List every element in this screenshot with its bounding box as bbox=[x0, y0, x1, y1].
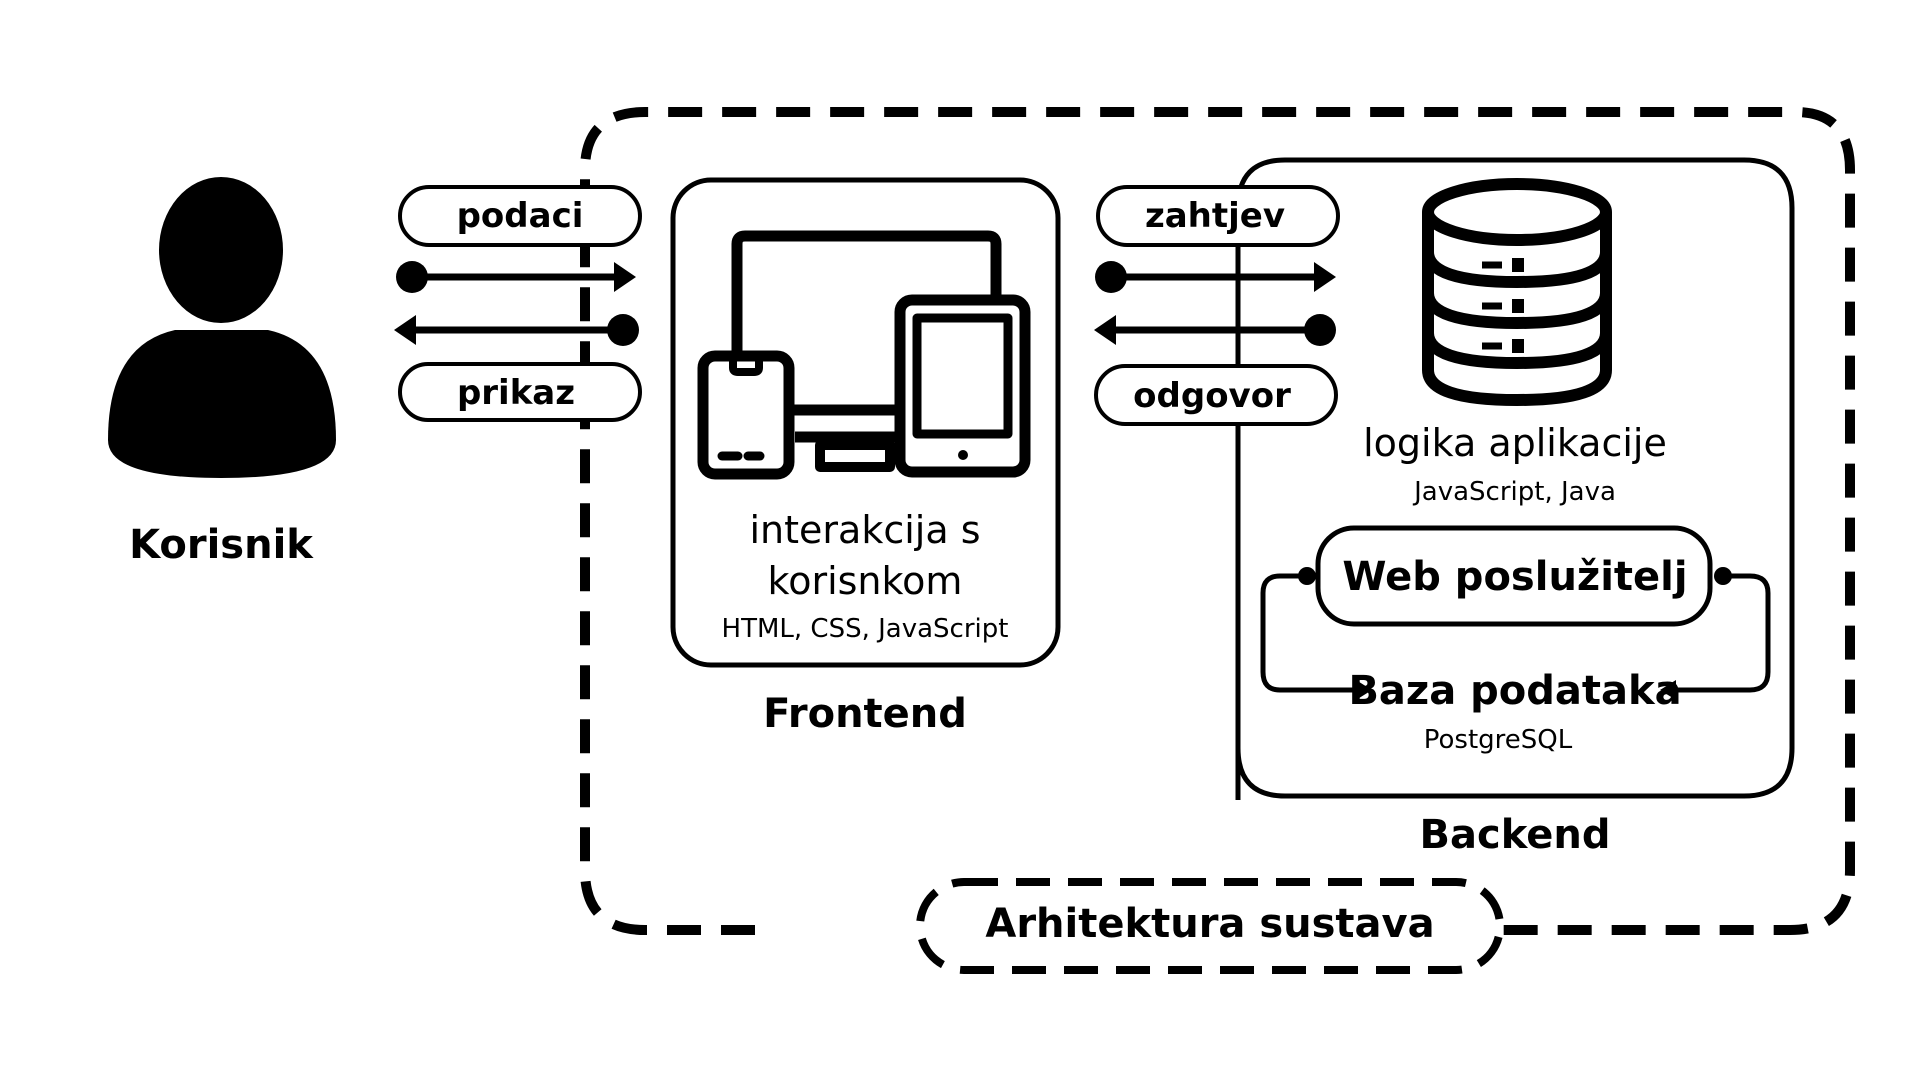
user-silhouette-icon bbox=[108, 177, 336, 478]
request-label: zahtjev bbox=[1145, 196, 1285, 236]
data-label: podaci bbox=[457, 196, 584, 236]
data-flow-arrowhead bbox=[614, 262, 636, 292]
system-boundary bbox=[580, 107, 1855, 935]
response-label: odgovor bbox=[1133, 376, 1291, 416]
frontend-tech: HTML, CSS, JavaScript bbox=[722, 614, 1009, 644]
system-label: Arhitektura sustava bbox=[985, 901, 1434, 947]
frontend-description-line2: korisnkom bbox=[768, 559, 963, 603]
frontend-label: Frontend bbox=[763, 691, 967, 737]
frontend-box: interakcija s korisnkom HTML, CSS, JavaS… bbox=[670, 177, 1061, 668]
user-flow: podaci prikaz bbox=[394, 185, 642, 422]
data-label-pill bbox=[398, 185, 642, 247]
request-label-pill bbox=[1096, 185, 1340, 247]
backend-logic-label: logika aplikacije bbox=[1363, 421, 1667, 465]
request-flow-arrowhead bbox=[1314, 262, 1336, 292]
display-label-pill bbox=[398, 362, 642, 422]
response-flow-arrowhead bbox=[1094, 315, 1116, 345]
response-label-pill bbox=[1094, 364, 1338, 426]
display-label: prikaz bbox=[457, 373, 575, 413]
devices-icon bbox=[697, 230, 1031, 480]
backend-label: Backend bbox=[1420, 812, 1611, 858]
display-flow-arrowhead bbox=[394, 315, 416, 345]
server-database-connectors bbox=[1260, 567, 1771, 700]
backend-logic-tech: JavaScript, Java bbox=[1412, 477, 1616, 507]
user-label: Korisnik bbox=[129, 522, 314, 568]
frontend-description-line1: interakcija s bbox=[749, 508, 980, 552]
web-server-box: Web poslužitelj bbox=[1315, 525, 1713, 627]
backend-box bbox=[1235, 157, 1795, 800]
database-tech: PostgreSQL bbox=[1424, 725, 1573, 755]
database-icon bbox=[1422, 178, 1612, 407]
web-server-label: Web poslužitelj bbox=[1342, 554, 1687, 600]
backend-flow: zahtjev odgovor bbox=[1094, 185, 1340, 426]
database-label: Baza podataka bbox=[1348, 668, 1681, 714]
system-label-pill: Arhitektura sustava bbox=[916, 878, 1504, 974]
